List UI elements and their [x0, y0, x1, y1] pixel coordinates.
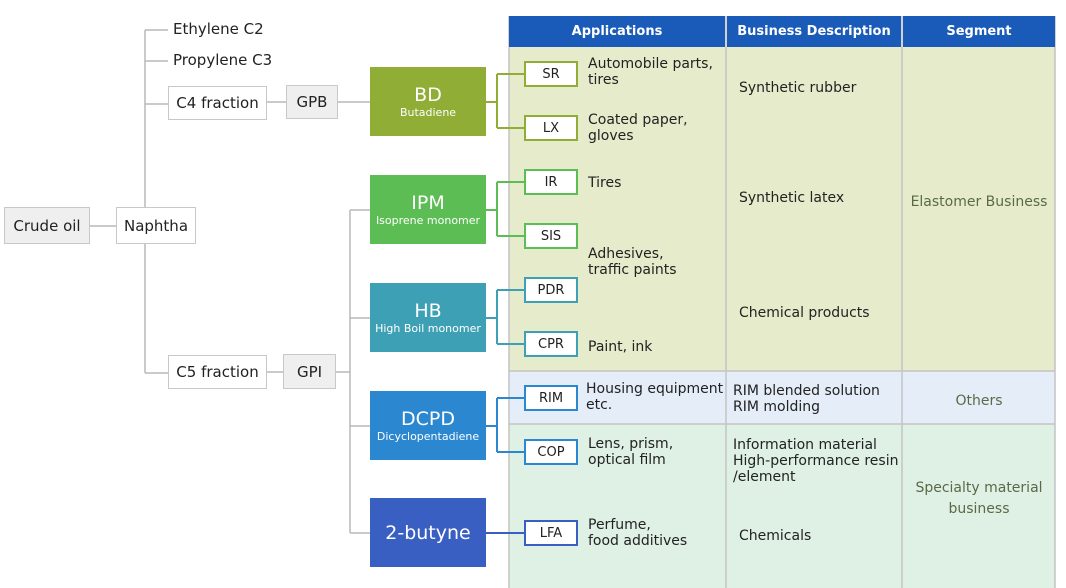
- monomer-dcpd-box: DCPD Dicyclopentadiene: [370, 391, 486, 460]
- application-text: Automobile parts, tires: [588, 56, 713, 88]
- product-rim-box: RIM: [524, 385, 578, 411]
- product-ir-box: IR: [524, 169, 578, 195]
- application-text: Coated paper, gloves: [588, 112, 688, 144]
- header-applications: Applications: [509, 16, 725, 47]
- application-text: Housing equipment etc.: [586, 381, 724, 413]
- product-sr-box: SR: [524, 61, 578, 87]
- description-text: Information material High-performance re…: [733, 437, 899, 485]
- header-business-description: Business Description: [727, 16, 901, 47]
- c5-fraction-box: C5 fraction: [168, 355, 267, 389]
- monomer-title: HB: [414, 299, 442, 322]
- header-segment: Segment: [903, 16, 1055, 47]
- application-text: Tires: [588, 175, 622, 191]
- band-specialty: [509, 424, 1055, 588]
- monomer-2-butyne-box: 2-butyne: [370, 498, 486, 567]
- description-text: Synthetic latex: [739, 190, 845, 206]
- segment-specialty: Specialty material business: [915, 480, 1043, 517]
- crude-oil-box: Crude oil: [4, 207, 90, 244]
- naphtha-box: Naphtha: [116, 207, 196, 244]
- product-cpr-box: CPR: [524, 331, 578, 357]
- application-text: Perfume, food additives: [588, 517, 688, 549]
- monomer-subtitle: Isoprene monomer: [375, 213, 481, 227]
- product-sis-box: SIS: [524, 223, 578, 249]
- monomer-subtitle: Dicyclopentadiene: [376, 429, 480, 443]
- application-text: Adhesives, traffic paints: [588, 246, 677, 278]
- application-text: Lens, prism, optical film: [588, 436, 674, 468]
- description-text: RIM blended solution RIM molding: [733, 383, 880, 415]
- monomer-ipm-box: IPM Isoprene monomer: [370, 175, 486, 244]
- description-text: Chemical products: [739, 305, 870, 321]
- propylene-label: Propylene C3: [173, 51, 273, 69]
- monomer-title: DCPD: [401, 407, 455, 430]
- product-lx-box: LX: [524, 115, 578, 141]
- ethylene-label: Ethylene C2: [173, 20, 264, 38]
- monomer-title: BD: [414, 83, 442, 106]
- band-elastomer: [509, 47, 1055, 371]
- application-text: Paint, ink: [588, 339, 653, 355]
- band-others: [509, 371, 1055, 424]
- product-pdr-box: PDR: [524, 277, 578, 303]
- monomer-subtitle: High Boil monomer: [375, 321, 481, 335]
- monomer-title: 2-butyne: [385, 521, 471, 544]
- product-cop-box: COP: [524, 439, 578, 465]
- gpb-box: GPB: [286, 85, 338, 119]
- monomer-subtitle: Butadiene: [399, 105, 457, 119]
- segment-elastomer: Elastomer Business: [910, 194, 1048, 210]
- gpi-box: GPI: [283, 354, 336, 389]
- monomer-title: IPM: [411, 191, 445, 214]
- segment-others: Others: [955, 393, 1003, 409]
- monomer-bd-box: BD Butadiene: [370, 67, 486, 136]
- monomer-hb-box: HB High Boil monomer: [370, 283, 486, 352]
- description-text: Chemicals: [739, 528, 812, 544]
- description-text: Synthetic rubber: [739, 80, 857, 96]
- c4-fraction-box: C4 fraction: [168, 86, 267, 120]
- product-lfa-box: LFA: [524, 520, 578, 546]
